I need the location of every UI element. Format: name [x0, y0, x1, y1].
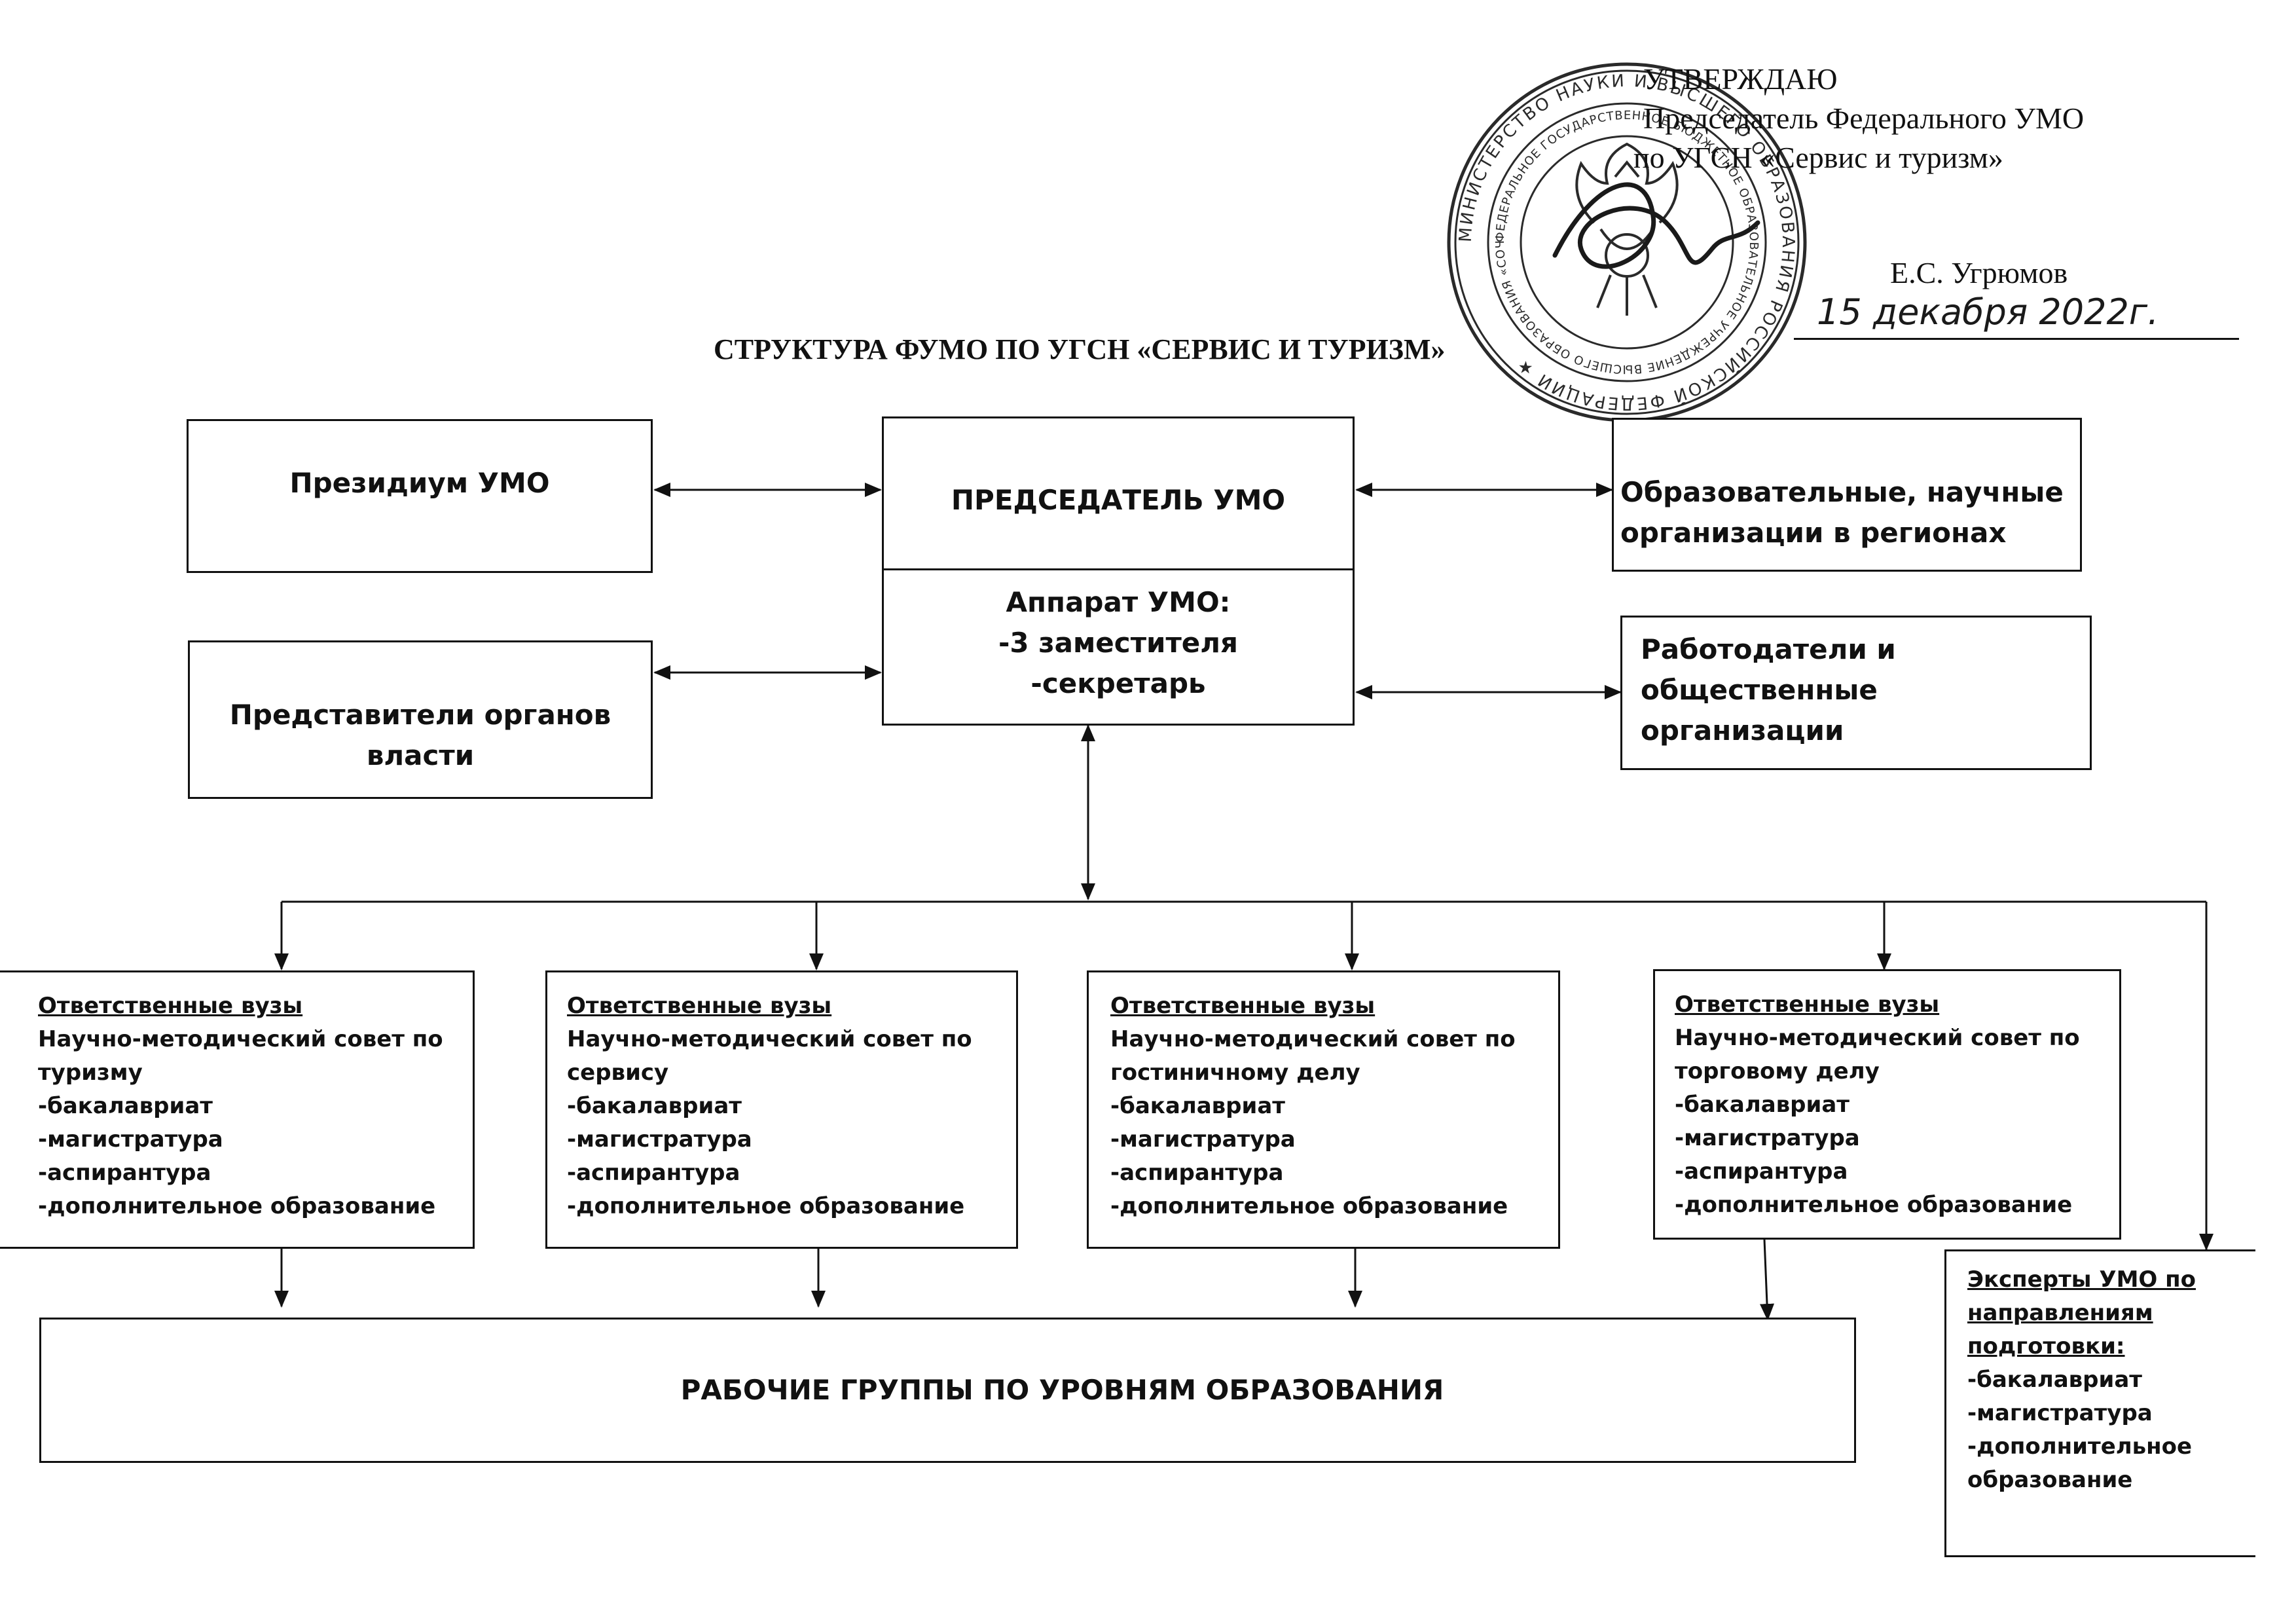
presidium-label: Президиум УМО: [289, 466, 550, 499]
experts-line: -дополнительное: [1967, 1433, 2193, 1460]
council-line: -аспирантура: [567, 1160, 740, 1186]
experts-line: -бакалавриат: [1967, 1367, 2142, 1393]
apparatus-section: Аппарат УМО: -3 заместителя -секретарь: [884, 582, 1353, 704]
council-heading: Ответственные вузы: [1110, 993, 1376, 1019]
regions-line-1: Образовательные, научные: [1620, 476, 2064, 508]
approval-position: Председатель Федерального УМО: [1643, 101, 2085, 135]
experts-heading: подготовки:: [1967, 1333, 2125, 1359]
council-line: -бакалавриат: [1110, 1093, 1285, 1119]
employers-line-2: общественные организации: [1641, 674, 1878, 747]
employers-line-1: Работодатели и: [1641, 633, 1896, 665]
council-heading: Ответственные вузы: [567, 993, 832, 1019]
council-line: -бакалавриат: [1675, 1092, 1850, 1118]
experts-box: Эксперты УМО по направлениям подготовки:…: [1944, 1249, 2255, 1557]
date-underline: [1794, 338, 2239, 340]
chairman-section: ПРЕДСЕДАТЕЛЬ УМО: [884, 418, 1353, 570]
council-line: Научно-методический совет по: [567, 1026, 972, 1052]
regions-line-2: организации в регионах: [1620, 517, 2007, 549]
council-hotel: Ответственные вузы Научно-методический с…: [1087, 970, 1560, 1249]
council-trade: Ответственные вузы Научно-методический с…: [1653, 969, 2121, 1240]
council-heading: Ответственные вузы: [38, 993, 303, 1019]
council-line: -дополнительное образование: [38, 1193, 436, 1219]
apparatus-title: Аппарат УМО:: [1006, 586, 1231, 618]
apparatus-deputies: -3 заместителя: [998, 627, 1239, 659]
council-line: Научно-методический совет по: [1110, 1026, 1516, 1052]
employers-box: Работодатели и общественные организации: [1620, 616, 2092, 770]
council-line: Научно-методический совет по: [1675, 1025, 2080, 1051]
chairman-label: ПРЕДСЕДАТЕЛЬ УМО: [951, 483, 1286, 516]
council-line: -аспирантура: [1675, 1158, 1848, 1185]
council-line: -бакалавриат: [567, 1093, 742, 1119]
official-stamp: МИНИСТЕРСТВО НАУКИ И ВЫСШЕГО ОБРАЗОВАНИЯ…: [1444, 59, 1807, 422]
authorities-box: Представители органов власти: [188, 640, 653, 799]
council-line: -дополнительное образование: [1675, 1192, 2073, 1218]
council-line: -дополнительное образование: [1110, 1193, 1508, 1219]
approval-date: 15 декабря 2022г.: [1817, 291, 2159, 333]
council-line: гостиничному делу: [1110, 1060, 1360, 1086]
council-service: Ответственные вузы Научно-методический с…: [545, 970, 1018, 1249]
working-groups-label: РАБОЧИЕ ГРУППЫ ПО УРОВНЯМ ОБРАЗОВАНИЯ: [680, 1374, 1444, 1406]
experts-line: -магистратура: [1967, 1400, 2153, 1426]
apparatus-secretary: -секретарь: [1030, 667, 1206, 699]
working-groups-box: РАБОЧИЕ ГРУППЫ ПО УРОВНЯМ ОБРАЗОВАНИЯ: [39, 1318, 1856, 1463]
approval-signatory: Е.С. Угрюмов: [1890, 256, 2068, 289]
council-line: -аспирантура: [38, 1160, 211, 1186]
regions-box: Образовательные, научные организации в р…: [1612, 418, 2082, 572]
experts-heading: направлениям: [1967, 1300, 2153, 1326]
council-line: -магистратура: [38, 1126, 223, 1153]
council-line: -магистратура: [1675, 1125, 1860, 1151]
page-title: СТРУКТУРА ФУМО ПО УГСН «СЕРВИС И ТУРИЗМ»: [714, 333, 1446, 365]
council-line: сервису: [567, 1060, 669, 1086]
approval-position-ugsn: по УГСН «Сервис и туризм»: [1633, 141, 2003, 174]
presidium-box: Президиум УМО: [187, 419, 653, 573]
authorities-line-1: Представители органов: [229, 699, 611, 731]
council-line: -бакалавриат: [38, 1093, 213, 1119]
council-line: туризму: [38, 1060, 143, 1086]
experts-heading: Эксперты УМО по: [1967, 1266, 2196, 1293]
council-line: -дополнительное образование: [567, 1193, 965, 1219]
council-line: -магистратура: [1110, 1126, 1296, 1153]
council-tourism: Ответственные вузы Научно-методический с…: [0, 970, 475, 1249]
council-line: Научно-методический совет по: [38, 1026, 443, 1052]
council-line: торговому делу: [1675, 1058, 1880, 1084]
council-line: -аспирантура: [1110, 1160, 1284, 1186]
approval-title: УТВЕРЖДАЮ: [1643, 62, 1838, 96]
council-heading: Ответственные вузы: [1675, 991, 1940, 1018]
authorities-line-2: власти: [366, 739, 475, 771]
chairman-box: ПРЕДСЕДАТЕЛЬ УМО Аппарат УМО: -3 замести…: [882, 416, 1355, 726]
council-line: -магистратура: [567, 1126, 752, 1153]
experts-line: образование: [1967, 1467, 2133, 1493]
